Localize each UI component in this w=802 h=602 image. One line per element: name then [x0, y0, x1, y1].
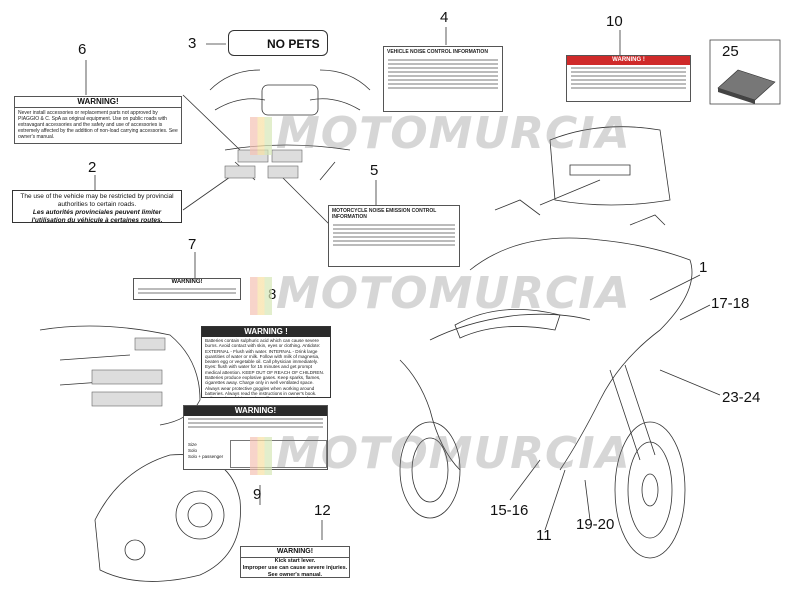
kick-warning-title: WARNING!	[241, 547, 349, 558]
handlebar-outline	[209, 69, 371, 91]
front-wheel-outline	[614, 421, 686, 559]
roads-text-en: The use of the vehicle may be restricted…	[20, 193, 174, 208]
no-pets-label: NO PETS	[228, 30, 328, 56]
roads-text-fr: Les autorités provinciales peuvent limit…	[31, 209, 163, 223]
callout-8: 8	[268, 286, 277, 303]
no-pets-text: NO PETS	[267, 37, 320, 51]
noise-title-5: MOTORCYCLE NOISE EMISSION CONTROL INFORM…	[332, 208, 437, 220]
battery-warning-title: WARNING !	[202, 327, 330, 337]
warning-title-10: WARNING !	[567, 56, 690, 65]
kick-line-1: Kick start lever.	[274, 558, 316, 564]
callout-12: 12	[314, 502, 331, 519]
callout-7: 7	[188, 236, 197, 253]
roads-label-2: The use of the vehicle may be restricted…	[12, 190, 182, 223]
callout-1: 1	[699, 259, 708, 276]
callout-17-18: 17-18	[711, 295, 750, 312]
scooter-body-outline	[469, 237, 693, 471]
watermark-text-1: MOTOMURCIA	[276, 108, 631, 159]
watermark-text-2: MOTOMURCIA	[276, 268, 631, 319]
watermark-3: MOTOMURCIA	[250, 428, 631, 479]
callout-5: 5	[370, 162, 379, 179]
callout-15-16: 15-16	[490, 502, 529, 519]
engine-outline	[94, 454, 241, 582]
callout-4: 4	[440, 9, 449, 26]
callout-9: 9	[253, 486, 262, 503]
watermark-text-3: MOTOMURCIA	[276, 428, 631, 479]
warning-title-7: WARNING!	[134, 279, 240, 286]
warning-label-10: WARNING !	[566, 55, 691, 102]
callout-23-24: 23-24	[722, 389, 761, 406]
noise-label-5: MOTORCYCLE NOISE EMISSION CONTROL INFORM…	[328, 205, 460, 267]
callout-10: 10	[606, 13, 623, 30]
battery-warning-body: Batteries contain sulphuric acid which c…	[205, 338, 325, 397]
manual-book-icon	[709, 39, 781, 105]
tyre-warning-title: WARNING!	[184, 406, 327, 416]
warning-label-6: WARNING! Never install accessories or re…	[14, 96, 182, 144]
warning-label-7: WARNING!	[133, 278, 241, 300]
rear-wheel-outline	[399, 421, 461, 519]
watermark-1: MOTOMURCIA	[250, 108, 631, 159]
noise-label-4: VEHICLE NOISE CONTROL INFORMATION	[383, 46, 503, 112]
callout-11: 11	[536, 527, 552, 544]
kick-line-2: Improper use can cause severe injuries. …	[242, 565, 348, 578]
callout-2: 2	[88, 159, 97, 176]
callout-6: 6	[78, 41, 87, 58]
tyre-row-solo: Solo	[188, 448, 198, 453]
noise-title-4: VEHICLE NOISE CONTROL INFORMATION	[387, 49, 488, 55]
tyre-row-passenger: Solo + passenger	[188, 454, 224, 459]
warning-title-6: WARNING!	[77, 97, 119, 106]
kick-start-label-12: WARNING! Kick start lever. Improper use …	[240, 546, 350, 578]
watermark-2: MOTOMURCIA	[250, 268, 631, 319]
warning-body-6: Never install accessories or replacement…	[18, 110, 178, 140]
tyre-row-size: Size	[188, 442, 197, 447]
callout-3: 3	[188, 35, 197, 52]
callout-25: 25	[722, 43, 739, 60]
callout-19-20: 19-20	[576, 516, 615, 533]
battery-warning-label-8: WARNING ! Batteries contain sulphuric ac…	[201, 326, 331, 398]
